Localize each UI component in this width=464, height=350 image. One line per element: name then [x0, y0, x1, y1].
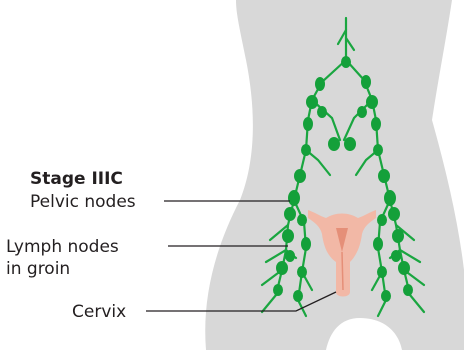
cervix-label: Cervix [72, 302, 126, 322]
pelvic-nodes-label: Pelvic nodes [30, 192, 136, 212]
pelvis-body-outline [205, 0, 464, 350]
stage-title: Stage IIIC [30, 169, 123, 189]
groin-nodes-label-line1: Lymph nodes [6, 237, 119, 257]
groin-nodes-label-line2: in groin [6, 259, 70, 279]
